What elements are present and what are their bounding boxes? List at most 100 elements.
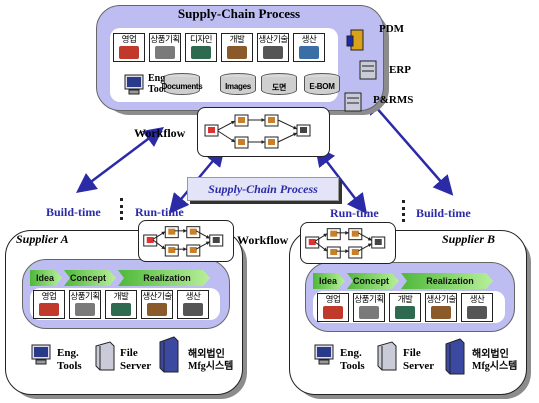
workflow-node-icon bbox=[268, 139, 275, 145]
top-workflow-diagram bbox=[204, 114, 311, 149]
process-picture-icon bbox=[111, 303, 131, 316]
database-label: 도면 bbox=[271, 83, 287, 92]
supplier-a-title: Supplier A bbox=[16, 232, 69, 246]
database-icon: 도면 bbox=[261, 73, 297, 95]
server-icon bbox=[377, 341, 397, 371]
workflow-node-icon bbox=[212, 237, 220, 243]
process-picture-icon bbox=[431, 306, 451, 319]
workflow-arrowhead bbox=[161, 231, 166, 236]
supplier_b-stage-realization: Realization bbox=[401, 273, 493, 289]
workflow-node-icon bbox=[208, 127, 215, 133]
workflow-arrowhead bbox=[261, 118, 265, 122]
workflow-arrowhead bbox=[161, 245, 166, 250]
top-process-3: 개발 bbox=[221, 33, 253, 62]
database-icon: Images bbox=[220, 73, 256, 95]
arrow-build-time-left bbox=[76, 127, 164, 193]
prms-server-icon bbox=[344, 92, 362, 112]
workflow-arrowhead bbox=[293, 132, 297, 137]
workflow-arrowhead bbox=[323, 233, 328, 238]
process-picture-icon bbox=[191, 46, 211, 59]
top-process-0: 영업 bbox=[113, 33, 145, 62]
top-process-label: 상품기획 bbox=[150, 34, 180, 44]
database-label: Images bbox=[225, 82, 251, 91]
arrow-run-time-right bbox=[314, 146, 368, 214]
database-icon: E-BOM bbox=[304, 73, 340, 95]
process-picture-icon bbox=[75, 303, 95, 316]
computer-icon bbox=[124, 74, 144, 95]
workflow-node-icon bbox=[168, 247, 176, 253]
workflow-arrowhead bbox=[183, 228, 187, 233]
banner-text: Supply-Chain Process bbox=[208, 182, 318, 196]
process-picture-icon bbox=[183, 303, 203, 316]
supplier_b-process-2: 개발 bbox=[389, 293, 421, 322]
supplier_b-process-4: 생산 bbox=[461, 293, 493, 322]
top-process-5: 생산 bbox=[293, 33, 325, 62]
process-picture-icon bbox=[227, 46, 247, 59]
arrow-build-time-right bbox=[364, 94, 454, 196]
process-picture-icon bbox=[395, 306, 415, 319]
workflow-node-icon bbox=[189, 247, 197, 253]
process-picture-icon bbox=[155, 46, 175, 59]
pdm-icon bbox=[346, 29, 364, 51]
supplier_a-stage-realization: Realization bbox=[118, 270, 210, 286]
supplier-a-file-server: File Server bbox=[120, 347, 152, 372]
supplier_a-process-2: 개발 bbox=[105, 290, 137, 319]
supplier_b-stage-concept: Concept bbox=[347, 273, 399, 289]
workflow-node-icon bbox=[351, 249, 359, 255]
workflow-node-icon bbox=[330, 230, 338, 237]
database-label: E-BOM bbox=[309, 82, 335, 91]
process-picture-icon bbox=[467, 306, 487, 319]
supplier-b-workflow-diagram bbox=[305, 228, 386, 259]
run-time-left: Run-time bbox=[135, 205, 184, 219]
workflow-node-icon bbox=[351, 230, 359, 237]
supplier-a-mfg-system: 해외법인 Mfg시스템 bbox=[188, 349, 234, 372]
supplier_b-process-label: 개발 bbox=[397, 294, 413, 304]
computer-icon bbox=[31, 344, 51, 365]
supplier-a-workflow-diagram bbox=[143, 226, 224, 257]
computer-icon bbox=[314, 344, 334, 365]
build-time-right: Build-time bbox=[416, 206, 471, 220]
top-process-2: 디자인 bbox=[185, 33, 217, 62]
top-process-4: 생산기술 bbox=[257, 33, 289, 62]
supplier-b-eng-tools: Eng. Tools bbox=[340, 347, 365, 372]
top-process-label: 영업 bbox=[121, 34, 137, 44]
top-process-label: 개발 bbox=[229, 34, 245, 44]
workflow-node-icon bbox=[308, 239, 316, 245]
workflow-arrowhead bbox=[345, 230, 349, 235]
workflow-node-icon bbox=[168, 228, 176, 235]
supplier_a-process-4: 생산 bbox=[177, 290, 209, 319]
supplier-a-eng-tools: Eng. Tools bbox=[57, 347, 82, 372]
workflow-arrowhead bbox=[205, 241, 210, 246]
workflow-arrowhead bbox=[367, 236, 372, 241]
build-time-left: Build-time bbox=[46, 205, 101, 219]
middle-workflow-label: Workflow bbox=[237, 233, 289, 247]
workflow-node-icon bbox=[238, 117, 245, 123]
supplier-b-file-server: File Server bbox=[403, 347, 435, 372]
process-picture-icon bbox=[263, 46, 283, 59]
top-panel-title: Supply-Chain Process bbox=[177, 6, 301, 21]
erp-server-icon bbox=[359, 60, 377, 80]
workflow-arrowhead bbox=[205, 234, 210, 239]
server-icon bbox=[95, 341, 115, 371]
database-icon: Documents bbox=[162, 73, 203, 95]
supplier-b-title: Supplier B bbox=[442, 232, 496, 246]
workflow-node-icon bbox=[374, 239, 382, 245]
supplier_a-process-label: 개발 bbox=[113, 291, 129, 301]
supplier_a-process-3: 생산기술 bbox=[141, 290, 173, 319]
server-icon bbox=[159, 336, 179, 373]
supplier_b-stage-idea: Idea bbox=[313, 273, 345, 289]
workflow-arrowhead bbox=[293, 125, 297, 130]
workflow-arrowhead bbox=[261, 140, 265, 144]
top-eng-tools-label: Eng. Tools bbox=[148, 73, 171, 95]
workflow-arrowhead bbox=[183, 247, 187, 252]
workflow-node-icon bbox=[300, 127, 307, 133]
supplier_a-process-1: 상품기획 bbox=[69, 290, 101, 319]
supplier_b-process-label: 생산기술 bbox=[426, 294, 456, 304]
supplier_b-process-1: 상품기획 bbox=[353, 293, 385, 322]
workflow-arrowhead bbox=[231, 120, 235, 125]
supplier-b-mfg-system: 해외법인 Mfg시스템 bbox=[472, 349, 518, 372]
server-icon bbox=[445, 338, 465, 375]
